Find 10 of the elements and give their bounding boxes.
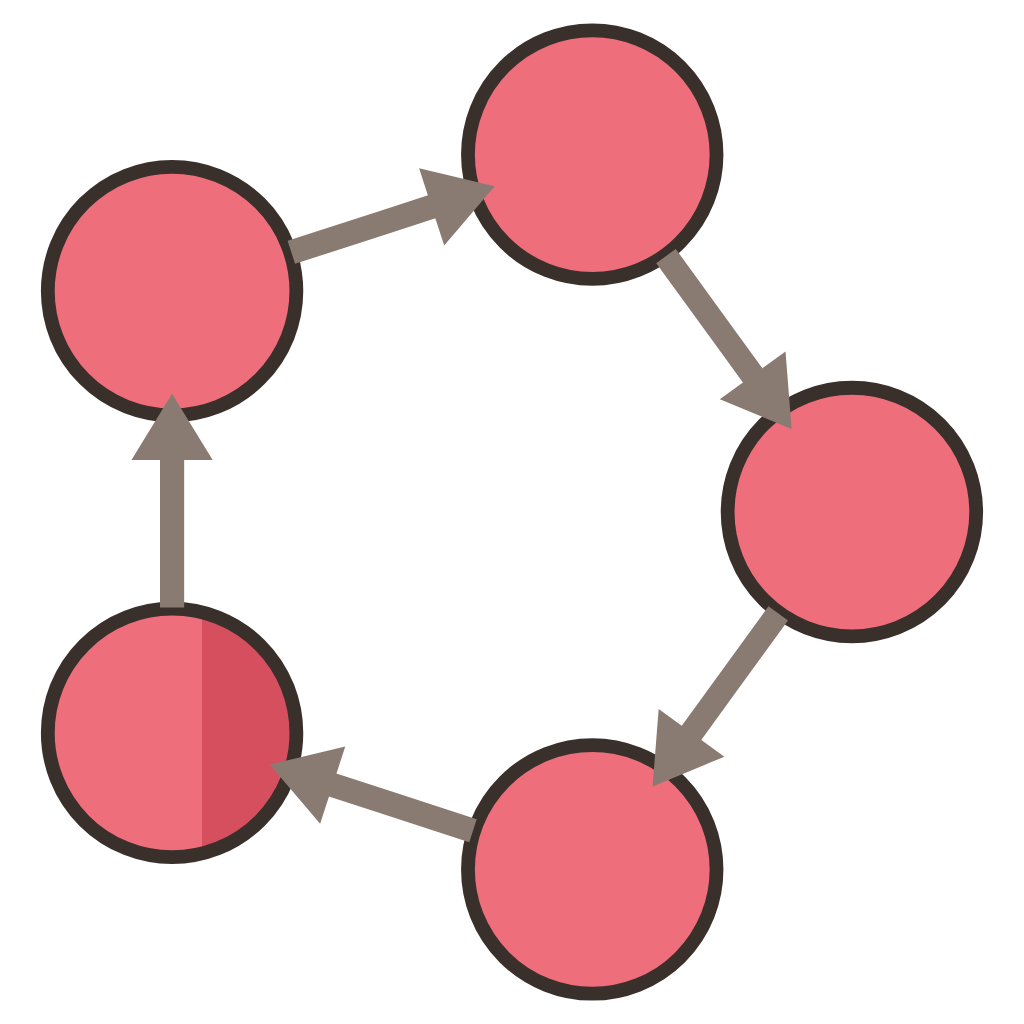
arrow [652, 606, 788, 787]
node-circle [461, 738, 724, 1001]
node-circle [40, 159, 304, 423]
node-circle [720, 380, 984, 644]
node-circle [461, 23, 724, 286]
arrow [287, 168, 495, 264]
node-circle [40, 601, 304, 865]
arrow [131, 393, 213, 608]
arrow [656, 248, 792, 429]
arrow [269, 746, 477, 843]
